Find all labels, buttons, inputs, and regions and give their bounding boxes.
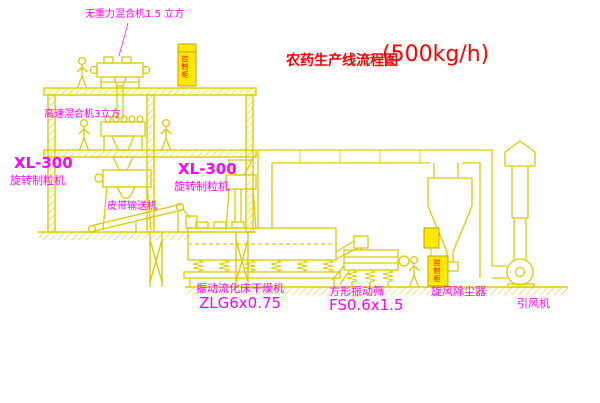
- label-sieve-model: FS0.6x1.5: [329, 296, 404, 314]
- label-granulator-center-model: XL-300: [178, 160, 237, 178]
- label-dryer-model: ZLG6x0.75: [199, 294, 282, 312]
- id-fan-drawing: [506, 218, 535, 288]
- label-granulator-center-name: 旋转制粒机: [174, 180, 229, 193]
- fluid-bed-dryer-drawing: [183, 215, 359, 287]
- belt-conveyor-drawing: [87, 202, 191, 234]
- control-cabinet-top-text: 控制柜: [181, 55, 190, 79]
- label-granulator-left-name: 旋转制粒机: [10, 174, 65, 187]
- cyclone-drawing: [427, 163, 473, 272]
- control-cabinet-right: [423, 227, 449, 287]
- exhaust-stack-drawing: [504, 140, 536, 219]
- label-dryer-name: 振动流化床干燥机: [196, 282, 284, 295]
- high-speed-mixer-drawing: [100, 115, 146, 151]
- label-belt-conveyor: 皮带输送机: [107, 201, 157, 212]
- vibrating-sieve-drawing: [331, 235, 410, 287]
- leader-line: [118, 22, 129, 57]
- exhaust-duct-drawing: [257, 149, 507, 279]
- gravityless-mixer-drawing: [89, 56, 151, 119]
- person-figure: [78, 118, 91, 151]
- label-top-mixer: 无重力混合机1.5 立方: [85, 9, 185, 20]
- center-granulator-drawing: [225, 159, 257, 231]
- person-figure: [408, 255, 421, 288]
- label-high-speed-mixer: 高速混合机3立方: [44, 109, 121, 120]
- rotary-granulator-drawing: [94, 156, 152, 231]
- label-fan: 引风机: [517, 297, 550, 310]
- control-cabinet-top: [177, 43, 197, 88]
- diagram-title: 农药生产线流程图: [286, 53, 398, 69]
- label-granulator-left-model: XL-300: [14, 154, 73, 172]
- label-cyclone: 旋风除尘器: [431, 285, 486, 298]
- person-figure: [76, 56, 89, 89]
- label-sieve-name: 方形振动筛: [329, 285, 384, 298]
- diagram-capacity: (500kg/h): [382, 42, 490, 67]
- person-figure: [160, 118, 173, 151]
- control-cabinet-right-text: 控制柜: [433, 259, 442, 283]
